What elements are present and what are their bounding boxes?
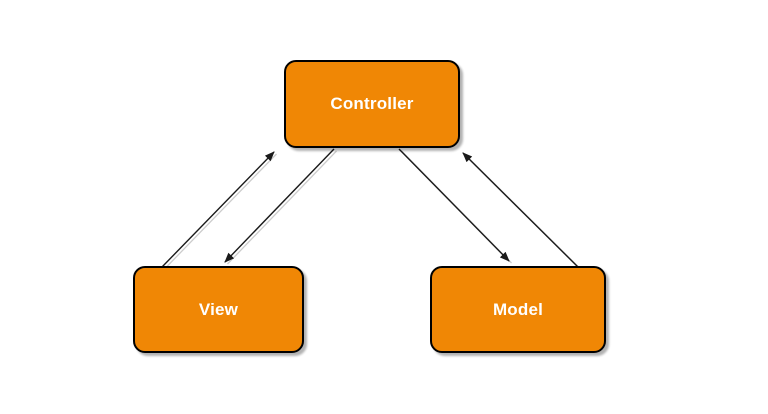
- edge-shadow-controller-to-view: [227, 150, 337, 265]
- edge-shadow-controller-to-model: [401, 150, 512, 264]
- node-model: Model: [430, 266, 606, 353]
- node-model-label: Model: [492, 299, 544, 319]
- edge-arrow-controller-to-model: [398, 148, 510, 262]
- node-controller-label: Controller: [330, 94, 414, 113]
- edge-shadow-model-to-controller: [465, 154, 581, 270]
- edge-arrow-view-to-controller: [161, 151, 275, 268]
- node-view: View: [133, 266, 304, 353]
- node-view-label: View: [198, 299, 239, 319]
- node-controller: Controller: [284, 60, 460, 148]
- edge-shadow-view-to-controller: [164, 153, 277, 270]
- edge-arrow-controller-to-view: [224, 148, 335, 263]
- edge-arrow-model-to-controller: [462, 152, 579, 268]
